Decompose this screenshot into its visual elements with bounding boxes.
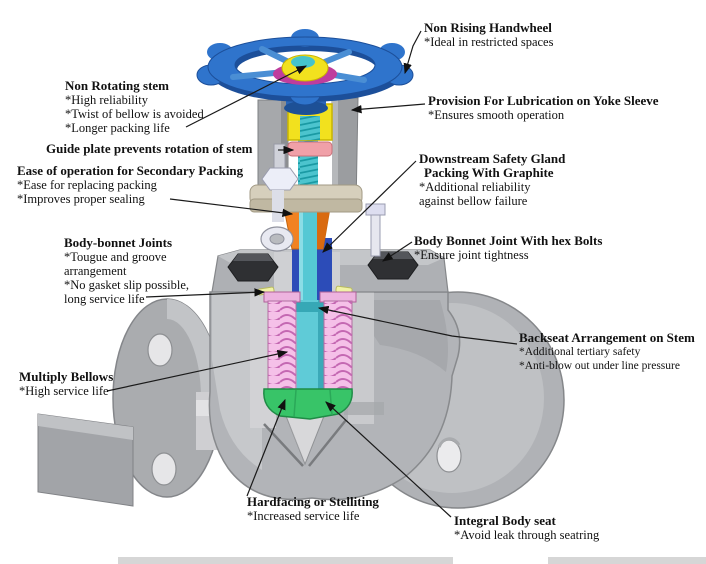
- leader-integral-body-seat: [325, 401, 452, 518]
- guide-plate-band: [287, 141, 333, 157]
- gland-eyebolt: [260, 143, 299, 252]
- leader-body-bonnet-joints: [145, 288, 266, 298]
- label-note: *Ideal in restricted spaces: [424, 35, 554, 49]
- label-note: *Additional reliability: [419, 180, 531, 194]
- label-note: against bellow failure: [419, 194, 528, 208]
- label-title: Downstream Safety Gland: [419, 151, 566, 166]
- leader-lines: [106, 30, 518, 518]
- handwheel: [196, 29, 414, 115]
- label-body-bonnet-joints: Body-bonnet Joints *Tougue and groove ar…: [64, 235, 189, 307]
- label-title: Hardfacing or Stelliting: [247, 494, 379, 509]
- label-note: *Ease for replacing packing: [17, 178, 157, 192]
- label-title: Integral Body seat: [454, 513, 556, 528]
- label-note: arrangement: [64, 264, 127, 278]
- label-body-bonnet-bolts: Body Bonnet Joint With hex Bolts *Ensure…: [414, 233, 603, 263]
- yoke-sleeve-bushing: [287, 103, 333, 141]
- label-title: Non Rising Handwheel: [424, 20, 552, 35]
- label-note: *Avoid leak through seatring: [454, 528, 600, 542]
- label-note: *Increased service life: [247, 509, 360, 523]
- label-non-rising-handwheel: Non Rising Handwheel *Ideal in restricte…: [424, 20, 554, 50]
- label-note: *Twist of bellow is avoided: [65, 107, 204, 121]
- bottom-strip-left: [118, 557, 453, 564]
- leader-ease-secondary-packing: [169, 198, 294, 217]
- label-ease-secondary-packing: Ease of operation for Secondary Packing …: [17, 163, 244, 207]
- label-note: *High service life: [19, 384, 109, 398]
- label-title: Multiply Bellows: [19, 369, 114, 384]
- left-flange: [37, 298, 222, 507]
- label-hardfacing: Hardfacing or Stelliting *Increased serv…: [247, 494, 379, 524]
- backseat-ring: [287, 302, 327, 312]
- label-note: *Anti-blow out under line pressure: [519, 360, 680, 372]
- label-title: Non Rotating stem: [65, 78, 169, 93]
- label-note: *Improves proper sealing: [17, 192, 145, 206]
- label-title: Backseat Arrangement on Stem: [519, 330, 695, 345]
- label-title: Body-bonnet Joints: [64, 235, 172, 250]
- label-note: long service life: [64, 292, 145, 306]
- label-title: Ease of operation for Secondary Packing: [17, 163, 244, 178]
- label-note: *Tougue and groove: [64, 250, 167, 264]
- label-backseat: Backseat Arrangement on Stem *Additional…: [519, 331, 695, 373]
- label-title-line2: Packing With Graphite: [424, 165, 554, 180]
- leader-multiply-bellows: [106, 349, 289, 392]
- leader-non-rotating-stem: [185, 65, 308, 128]
- label-guide-plate: Guide plate prevents rotation of stem: [46, 142, 252, 156]
- label-provision-lubrication: Provision For Lubrication on Yoke Sleeve…: [428, 93, 659, 123]
- label-title: Guide plate prevents rotation of stem: [46, 141, 253, 156]
- label-note: *Longer packing life: [65, 121, 170, 135]
- label-note: *No gasket slip possible,: [64, 278, 189, 292]
- label-note: *Additional tertiary safety: [519, 346, 641, 358]
- label-integral-body-seat: Integral Body seat *Avoid leak through s…: [454, 513, 600, 543]
- gland-flange-plate: [249, 184, 363, 213]
- leader-body-bonnet-bolts: [381, 241, 413, 262]
- label-note: *Ensure joint tightness: [414, 248, 529, 262]
- label-downstream-gland: Downstream Safety Gland Packing With Gra…: [419, 151, 566, 209]
- gland-bolt-right: [365, 203, 386, 257]
- leader-non-rising-handwheel: [403, 30, 422, 75]
- label-multiply-bellows: Multiply Bellows *High service life: [19, 369, 114, 399]
- label-title: Body Bonnet Joint With hex Bolts: [414, 233, 603, 248]
- bellows: [263, 291, 357, 392]
- hub-stem-top: [291, 56, 315, 68]
- label-title: Provision For Lubrication on Yoke Sleeve: [428, 93, 659, 108]
- label-note: *High reliability: [65, 93, 148, 107]
- label-note: *Ensures smooth operation: [428, 108, 565, 122]
- bottom-strip-right: [548, 557, 706, 564]
- leader-provision-lubrication: [350, 103, 426, 114]
- leader-downstream-gland: [322, 160, 417, 253]
- hex-bolt-left: [227, 253, 279, 282]
- leader-backseat: [317, 305, 518, 345]
- leader-hardfacing: [246, 398, 286, 497]
- label-non-rotating-stem: Non Rotating stem *High reliability *Twi…: [65, 78, 204, 136]
